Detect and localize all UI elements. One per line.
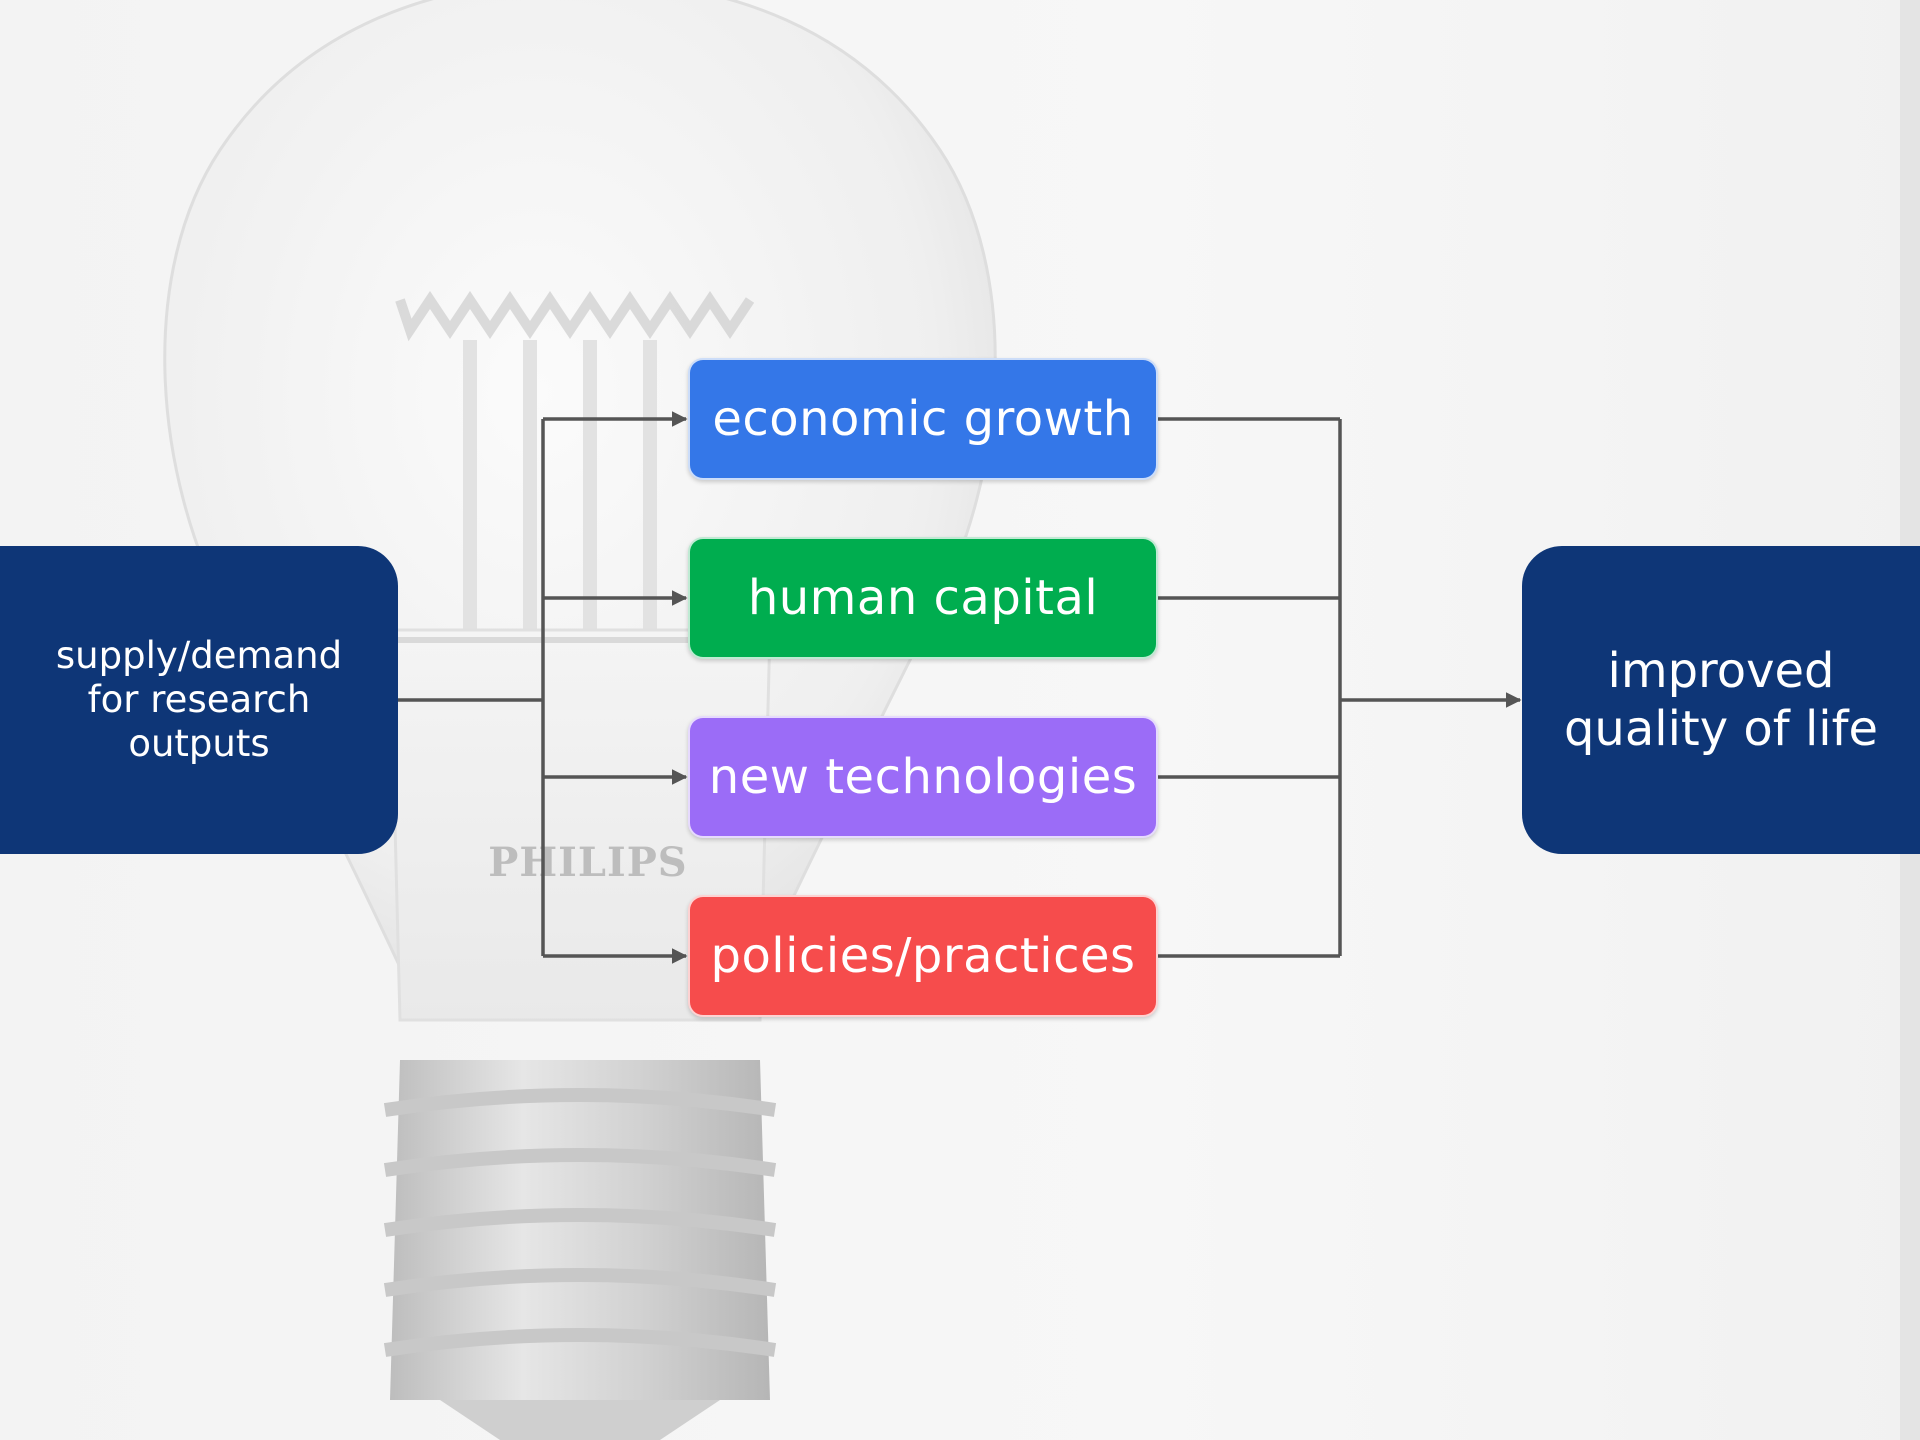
outcome-human-capital: human capital [688, 537, 1158, 659]
outcome-new-technologies: new technologies [688, 716, 1158, 838]
target-node: improved quality of life [1522, 546, 1920, 854]
outcome-label: policies/practices [710, 928, 1136, 984]
target-node-label: improved quality of life [1563, 643, 1879, 757]
outcome-economic-growth: economic growth [688, 358, 1158, 480]
source-node: supply/demand for research outputs [0, 546, 398, 854]
source-node-label: supply/demand for research outputs [55, 634, 343, 765]
outcome-label: new technologies [708, 749, 1138, 805]
svg-text:PHILIPS: PHILIPS [488, 839, 687, 886]
outcome-label: economic growth [712, 391, 1134, 447]
outcome-label: human capital [747, 570, 1099, 626]
outcome-policies-practices: policies/practices [688, 895, 1158, 1017]
